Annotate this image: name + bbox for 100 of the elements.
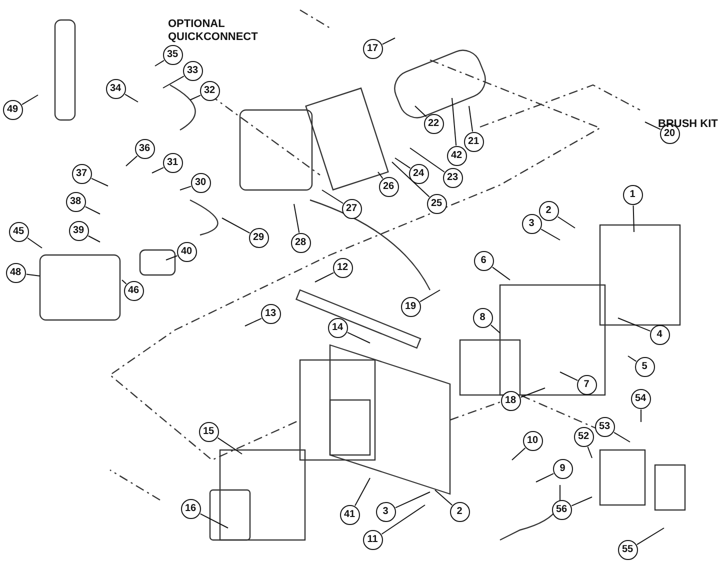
- callout-number: 2: [450, 502, 470, 522]
- callout-number: 3: [376, 502, 396, 522]
- leader-line: [354, 478, 370, 506]
- callout-number: 6: [474, 250, 494, 270]
- leader-line: [88, 235, 100, 242]
- leader-line: [468, 106, 474, 132]
- leader-line: [27, 238, 42, 248]
- leader-line: [571, 496, 592, 506]
- callout-number: 21: [464, 132, 484, 152]
- callout-number: 17: [362, 38, 382, 58]
- leader-line: [536, 473, 554, 482]
- callout-number: 35: [162, 44, 182, 64]
- leader-line: [126, 156, 138, 166]
- leader-line: [180, 186, 192, 190]
- leader-line: [614, 432, 630, 442]
- callout-number: 8: [472, 308, 492, 328]
- leader-line: [434, 490, 453, 506]
- leader-line: [392, 162, 430, 198]
- leader-line: [410, 148, 445, 172]
- leader-line: [420, 290, 440, 302]
- leader-line: [347, 332, 370, 344]
- callout-number: 42: [446, 146, 466, 166]
- leader-line: [190, 94, 201, 100]
- callout-number: 26: [378, 176, 398, 196]
- leader-line: [394, 158, 411, 169]
- leader-line: [632, 205, 634, 232]
- callout-number: 39: [68, 220, 88, 240]
- callout-number: 56: [552, 500, 572, 520]
- leader-line: [322, 190, 344, 204]
- leader-line: [414, 106, 427, 118]
- callout-number: 53: [594, 416, 614, 436]
- callout-number: 49: [2, 100, 22, 120]
- callout-number: 9: [552, 458, 572, 478]
- part-note: OPTIONAL QUICKCONNECT: [168, 18, 258, 44]
- callout-number: 54: [630, 388, 650, 408]
- callout-number: 30: [190, 172, 210, 192]
- callout-number: 45: [8, 222, 28, 242]
- leader-line: [640, 409, 642, 422]
- leader-line: [122, 280, 127, 284]
- callout-number: 11: [362, 530, 382, 550]
- callout-number: 1: [622, 184, 642, 204]
- leader-line: [314, 272, 334, 282]
- leader-line: [628, 356, 637, 362]
- callout-number: 40: [176, 242, 196, 262]
- callout-number: 5: [634, 356, 654, 376]
- leader-line: [452, 98, 457, 146]
- leader-line: [166, 255, 178, 260]
- leader-line: [490, 324, 500, 334]
- leader-line: [587, 446, 592, 458]
- callout-number: 55: [618, 540, 638, 560]
- leader-line: [636, 528, 664, 546]
- leader-line: [162, 76, 184, 88]
- callout-number: 7: [576, 374, 596, 394]
- callout-number: 3: [522, 214, 542, 234]
- leader-line: [22, 94, 38, 106]
- leader-line: [244, 318, 262, 326]
- callout-number: 23: [442, 168, 462, 188]
- callout-number: 33: [182, 60, 202, 80]
- leader-line: [557, 216, 576, 228]
- callout-number: 28: [290, 232, 310, 252]
- leader-line: [492, 266, 510, 280]
- callout-number: 27: [342, 198, 362, 218]
- leader-line: [560, 372, 578, 381]
- callout-number: 4: [650, 324, 670, 344]
- callout-number: 31: [162, 152, 182, 172]
- leader-line: [84, 206, 100, 214]
- leader-line: [200, 513, 228, 528]
- callout-number: 22: [424, 114, 444, 134]
- leader-line: [152, 167, 164, 174]
- callout-number: 2: [538, 200, 558, 220]
- callout-number: 34: [106, 78, 126, 98]
- callout-number: 14: [328, 318, 348, 338]
- callout-number: 37: [72, 164, 92, 184]
- leader-line: [124, 94, 138, 102]
- callout-number: 12: [332, 258, 352, 278]
- leader-line: [395, 492, 430, 508]
- callout-number: 16: [180, 498, 200, 518]
- leader-line: [382, 38, 396, 45]
- leader-line: [294, 204, 300, 234]
- leader-line: [26, 274, 40, 276]
- leader-line: [644, 122, 662, 130]
- callout-number: 29: [248, 228, 268, 248]
- callout-number: 19: [400, 296, 420, 316]
- leader-line: [154, 60, 165, 66]
- leader-line: [222, 218, 250, 234]
- callout-number: 48: [6, 262, 26, 282]
- leader-line: [217, 437, 242, 454]
- leader-line: [520, 388, 546, 398]
- leader-line: [540, 228, 560, 240]
- callout-number: 18: [500, 390, 520, 410]
- callout-number: 41: [340, 504, 360, 524]
- callout-number: 13: [260, 304, 280, 324]
- callout-number: 46: [124, 280, 144, 300]
- callout-number: 38: [66, 192, 86, 212]
- callout-number: 15: [198, 422, 218, 442]
- callout-number: 25: [426, 194, 446, 214]
- leader-line: [618, 318, 651, 332]
- leader-line: [512, 448, 526, 460]
- callout-number: 52: [574, 426, 594, 446]
- callout-number: 24: [408, 164, 428, 184]
